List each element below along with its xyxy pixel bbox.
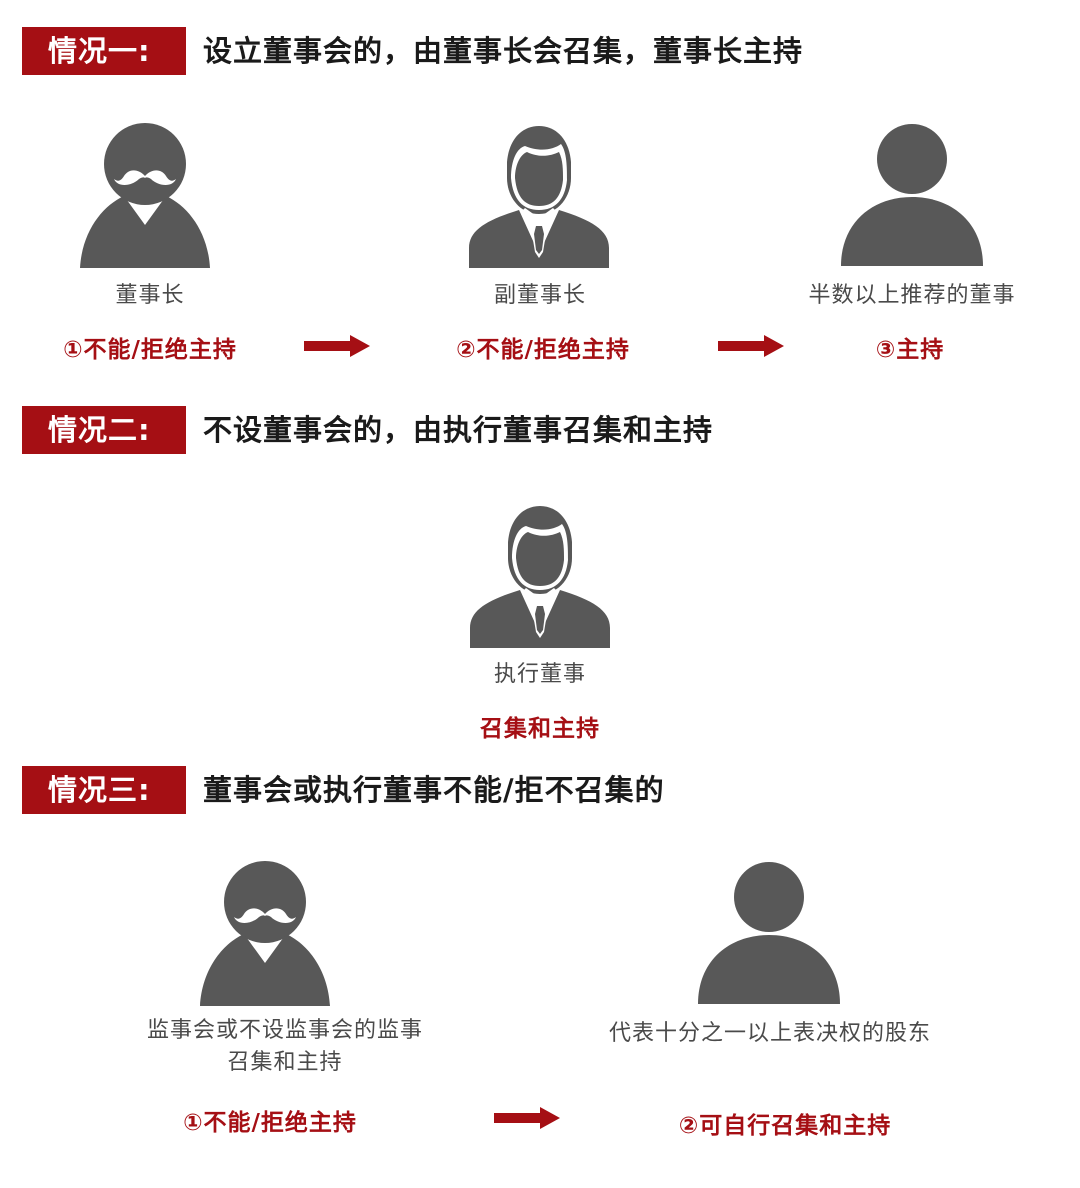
case2-heading: 不设董事会的，由执行董事召集和主持 — [203, 413, 714, 447]
case1-role-director: 半数以上推荐的董事 — [808, 283, 1016, 308]
arrow-right-icon — [494, 1107, 560, 1129]
businessman-tie-icon — [470, 506, 610, 648]
person-icon — [698, 862, 840, 1004]
case3-role-shareholder: 代表十分之一以上表决权的股东 — [608, 1021, 931, 1046]
person-icon — [841, 124, 983, 266]
case2-role-executive-director: 执行董事 — [493, 662, 586, 687]
case2-action: 召集和主持 — [480, 716, 600, 742]
case1-action-3: ③主持 — [875, 337, 945, 363]
arrow-right-icon — [304, 335, 370, 357]
case3-action-2: ②可自行召集和主持 — [678, 1113, 892, 1139]
case1-role-vice-chairman: 副董事长 — [493, 283, 586, 308]
case1-action-1: ①不能/拒绝主持 — [63, 337, 237, 363]
case3-tag: 情况三: — [22, 766, 186, 814]
case3-heading: 董事会或执行董事不能/拒不召集的 — [203, 773, 665, 807]
supervisor-mustache-icon — [200, 861, 330, 1006]
chairman-mustache-icon — [80, 123, 210, 268]
case1-tag: 情况一: — [22, 27, 186, 75]
businessman-tie-icon — [469, 126, 609, 268]
case3-role-supervisor-line2: 召集和主持 — [227, 1050, 343, 1075]
case1-role-chairman: 董事长 — [115, 283, 185, 308]
arrow-right-icon — [718, 335, 784, 357]
case1-action-2: ②不能/拒绝主持 — [456, 337, 630, 363]
case3-role-supervisor-line1: 监事会或不设监事会的监事 — [146, 1018, 423, 1043]
case2-tag: 情况二: — [22, 406, 186, 454]
case3-action-1: ①不能/拒绝主持 — [183, 1110, 357, 1136]
case1-heading: 设立董事会的，由董事长会召集，董事长主持 — [203, 34, 804, 68]
